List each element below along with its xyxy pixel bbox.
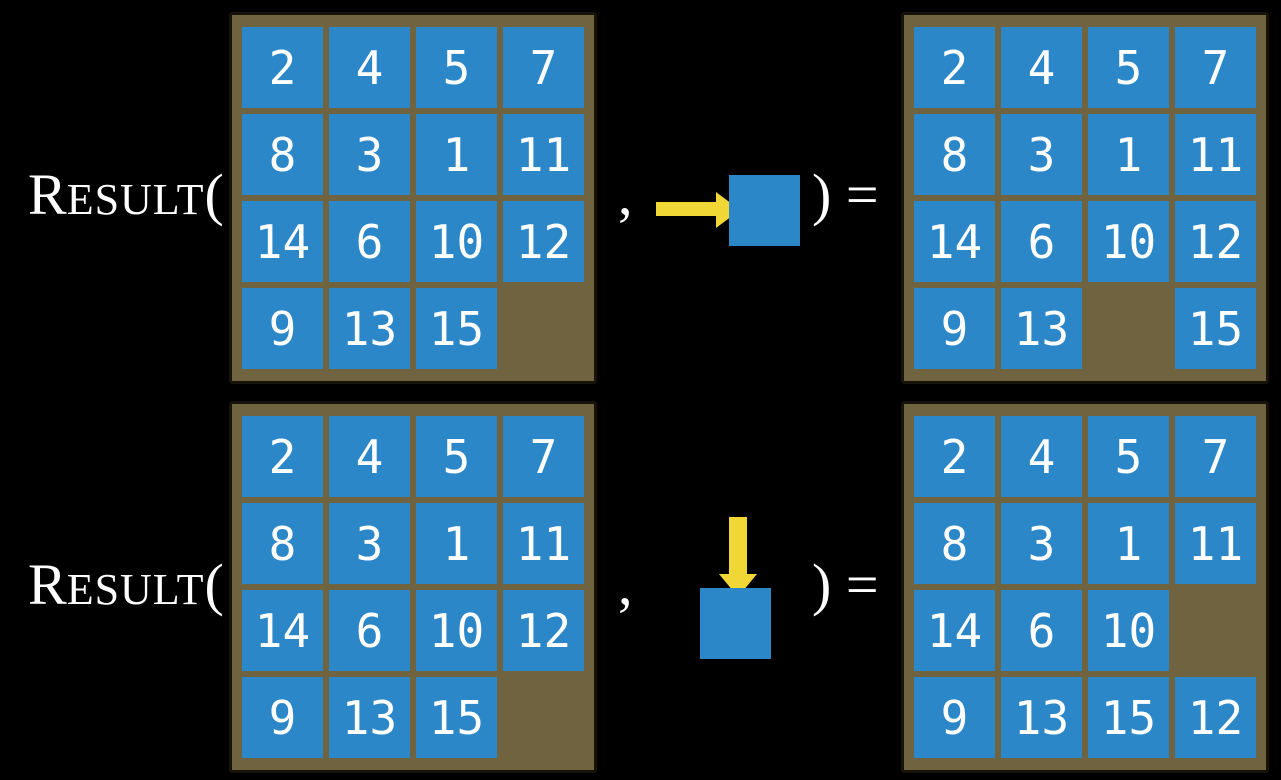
puzzle-tile: 6 (1001, 201, 1082, 282)
puzzle-tile: 12 (1175, 201, 1256, 282)
puzzle-tile: 14 (242, 201, 323, 282)
puzzle-tile: 1 (416, 114, 497, 195)
open-paren: ( (204, 162, 224, 227)
puzzle-tile: 11 (1175, 503, 1256, 584)
puzzle-tile: 5 (416, 416, 497, 497)
puzzle-tile: 6 (1001, 590, 1082, 671)
puzzle-tile: 11 (503, 503, 584, 584)
puzzle-tile: 7 (1175, 27, 1256, 108)
puzzle-tile: 8 (914, 114, 995, 195)
puzzle-tile: 3 (329, 503, 410, 584)
puzzle-tile: 11 (503, 114, 584, 195)
close-paren-equals: ) = (812, 552, 879, 617)
puzzle-tile: 15 (1088, 677, 1169, 758)
puzzle-tile: 4 (329, 416, 410, 497)
move-tile-square (700, 588, 771, 659)
puzzle-tile: 4 (1001, 416, 1082, 497)
result-function-label: RESULT( (28, 166, 224, 224)
puzzle-tile: 2 (914, 416, 995, 497)
puzzle-tile: 4 (329, 27, 410, 108)
puzzle-tile: 15 (416, 288, 497, 369)
puzzle-tile: 2 (242, 416, 323, 497)
empty-cell (503, 288, 584, 369)
empty-cell (1175, 590, 1256, 671)
puzzle-tile: 9 (242, 288, 323, 369)
puzzle-tile: 3 (1001, 114, 1082, 195)
arrow-right-icon (656, 192, 740, 228)
arrow-down-icon (719, 517, 757, 597)
puzzle-tile: 14 (242, 590, 323, 671)
puzzle-tile: 13 (1001, 677, 1082, 758)
close-paren-equals: ) = (812, 162, 879, 227)
empty-cell (503, 677, 584, 758)
comma-separator: , (618, 162, 633, 227)
puzzle-tile: 2 (242, 27, 323, 108)
puzzle-tile: 6 (329, 201, 410, 282)
function-name-rest: ESULT (66, 565, 205, 614)
puzzle-tile: 5 (416, 27, 497, 108)
puzzle-tile: 7 (503, 416, 584, 497)
puzzle-tile: 3 (329, 114, 410, 195)
puzzle-tile: 1 (1088, 503, 1169, 584)
puzzle-tile: 10 (416, 590, 497, 671)
puzzle-tile: 7 (503, 27, 584, 108)
comma-separator: , (618, 552, 633, 617)
function-name-initial: R (28, 162, 67, 227)
puzzle-tile: 10 (416, 201, 497, 282)
puzzle-tile: 12 (503, 201, 584, 282)
move-tile-square (729, 175, 800, 246)
puzzle-tile: 3 (1001, 503, 1082, 584)
puzzle-tile: 13 (329, 288, 410, 369)
puzzle-tile: 14 (914, 201, 995, 282)
puzzle-tile: 5 (1088, 27, 1169, 108)
puzzle-tile: 12 (503, 590, 584, 671)
puzzle-tile: 2 (914, 27, 995, 108)
puzzle-tile: 9 (914, 288, 995, 369)
puzzle-tile: 5 (1088, 416, 1169, 497)
puzzle-tile: 12 (1175, 677, 1256, 758)
open-paren: ( (204, 552, 224, 617)
puzzle-tile: 4 (1001, 27, 1082, 108)
function-name-initial: R (28, 552, 67, 617)
puzzle-tile: 8 (242, 503, 323, 584)
puzzle-tile: 13 (1001, 288, 1082, 369)
result-function-label: RESULT( (28, 556, 224, 614)
empty-cell (1088, 288, 1169, 369)
puzzle-tile: 6 (329, 590, 410, 671)
function-name-rest: ESULT (66, 175, 205, 224)
puzzle-tile: 7 (1175, 416, 1256, 497)
puzzle-tile: 8 (242, 114, 323, 195)
puzzle-tile: 9 (242, 677, 323, 758)
puzzle-tile: 13 (329, 677, 410, 758)
puzzle-tile: 11 (1175, 114, 1256, 195)
puzzle-tile: 8 (914, 503, 995, 584)
puzzle-tile: 15 (416, 677, 497, 758)
puzzle-tile: 9 (914, 677, 995, 758)
puzzle-tile: 10 (1088, 201, 1169, 282)
puzzle-tile: 15 (1175, 288, 1256, 369)
puzzle-tile: 1 (1088, 114, 1169, 195)
puzzle-tile: 14 (914, 590, 995, 671)
puzzle-tile: 10 (1088, 590, 1169, 671)
puzzle-tile: 1 (416, 503, 497, 584)
